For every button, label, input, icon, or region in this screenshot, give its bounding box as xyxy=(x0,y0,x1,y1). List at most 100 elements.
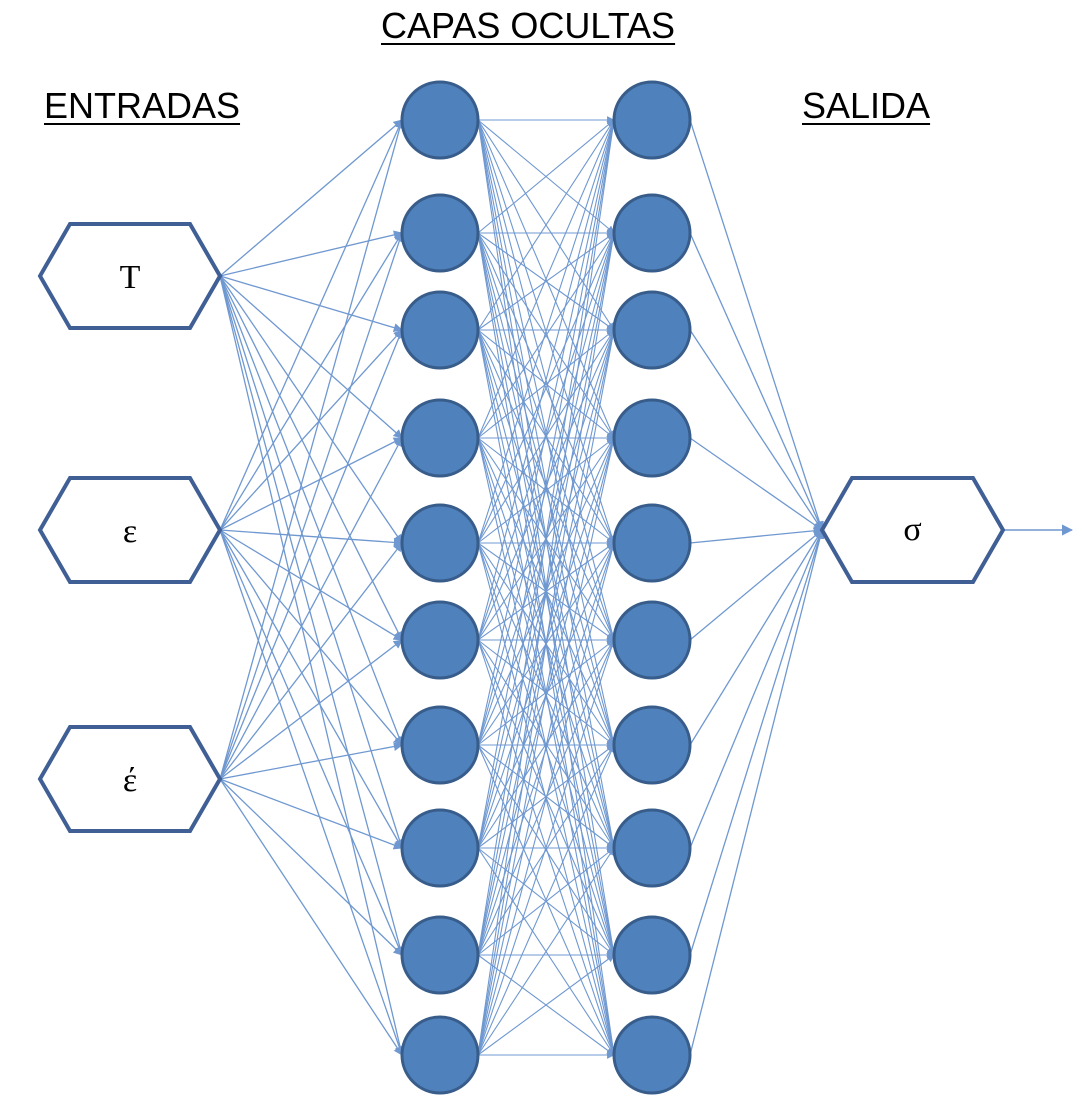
edge-input-hidden1 xyxy=(219,275,405,1056)
input-hexagon xyxy=(37,476,223,584)
edge-input-hidden1 xyxy=(219,275,405,956)
hidden-neuron-layer1-10 xyxy=(400,1015,480,1095)
edge-input-hidden1 xyxy=(219,529,403,849)
output-heading: SALIDA xyxy=(802,85,931,126)
edge-hidden1-hidden2 xyxy=(477,847,615,1056)
neurons xyxy=(400,80,692,1095)
hidden-neuron-layer1-7 xyxy=(400,705,480,785)
edge-input-hidden1 xyxy=(219,275,403,333)
connections xyxy=(219,116,1074,1059)
hidden-neuron-layer2-10 xyxy=(612,1015,692,1095)
edge-input-hidden1 xyxy=(219,230,403,277)
edge-hidden1-hidden2 xyxy=(477,744,615,1056)
edge-hidden1-hidden2 xyxy=(477,119,617,956)
edge-hidden1-hidden2 xyxy=(477,232,617,956)
output-node: σ xyxy=(819,476,1006,584)
edge-hidden1-hidden2 xyxy=(477,847,615,956)
edge-hidden1-hidden2 xyxy=(477,329,617,1056)
edge-input-hidden1 xyxy=(219,119,403,277)
edge-input-hidden1 xyxy=(219,437,403,531)
edge-hidden1-hidden2 xyxy=(477,119,616,544)
edge-hidden2-output xyxy=(689,119,824,531)
edge-hidden1-hidden2 xyxy=(477,232,615,439)
input-hexagon xyxy=(37,222,223,330)
hidden-neuron-layer2-9 xyxy=(612,915,692,995)
edge-hidden1-hidden2 xyxy=(477,232,616,746)
edge-hidden1-hidden2 xyxy=(477,119,617,1056)
edge-input-hidden1 xyxy=(219,778,403,956)
output-label: σ xyxy=(903,511,921,548)
edge-hidden1-hidden2 xyxy=(477,437,617,1056)
edge-input-hidden1 xyxy=(219,529,403,641)
edge-hidden2-output xyxy=(689,232,823,531)
hidden-neuron-layer1-4 xyxy=(400,398,480,478)
hidden-neuron-layer1-2 xyxy=(400,193,480,273)
edge-input-hidden1 xyxy=(219,639,403,780)
hidden-neuron-layer2-4 xyxy=(612,398,692,478)
edge-hidden2-output xyxy=(689,329,823,531)
hidden-neuron-layer1-1 xyxy=(400,80,480,160)
edge-hidden2-output xyxy=(689,437,823,531)
hidden-neuron-layer2-3 xyxy=(612,290,692,370)
hidden-neuron-layer2-1 xyxy=(612,80,692,160)
edge-hidden2-output xyxy=(689,529,824,849)
edge-input-hidden1 xyxy=(219,275,403,641)
edge-hidden2-output xyxy=(689,529,823,746)
hidden-neuron-layer1-9 xyxy=(400,915,480,995)
edge-hidden1-hidden2 xyxy=(477,119,615,331)
edge-input-hidden1 xyxy=(219,778,403,850)
input-label-2: ε xyxy=(123,513,137,550)
hidden-neuron-layer1-6 xyxy=(400,600,480,680)
input-node-2: ε xyxy=(37,476,223,584)
output-hexagon xyxy=(819,476,1006,584)
edge-input-hidden1 xyxy=(219,542,403,780)
input-node-3: έ xyxy=(37,725,223,833)
edge-input-hidden1 xyxy=(219,275,403,544)
edge-hidden2-output xyxy=(689,529,824,956)
edge-input-hidden1 xyxy=(219,742,403,780)
hidden-neuron-layer1-5 xyxy=(400,503,480,583)
edge-hidden1-hidden2 xyxy=(477,232,615,544)
edge-input-hidden1 xyxy=(219,275,404,849)
edge-input-hidden1 xyxy=(219,529,403,956)
edge-input-hidden1 xyxy=(219,529,403,746)
edge-input-hidden1 xyxy=(219,119,403,531)
edge-hidden2-output xyxy=(689,526,823,544)
io-nodes: Tε έ σ xyxy=(37,222,1006,833)
edge-hidden1-hidden2 xyxy=(477,232,617,1056)
edge-input-hidden1 xyxy=(219,529,404,1056)
edge-input-hidden1 xyxy=(219,232,404,780)
edge-hidden1-hidden2 xyxy=(477,119,617,849)
hidden-neuron-layer2-5 xyxy=(612,503,692,583)
input-label-3: έ xyxy=(123,762,137,799)
edge-hidden1-hidden2 xyxy=(477,232,616,641)
edge-hidden1-hidden2 xyxy=(477,954,615,1056)
edge-input-hidden1 xyxy=(219,437,403,780)
edge-hidden1-hidden2 xyxy=(477,437,616,956)
edge-hidden1-hidden2 xyxy=(477,639,616,1056)
edge-hidden1-hidden2 xyxy=(477,119,616,641)
edge-hidden1-hidden2 xyxy=(477,119,615,439)
hidden-neuron-layer2-6 xyxy=(612,600,692,680)
edge-input-hidden1 xyxy=(219,119,405,780)
edge-hidden1-hidden2 xyxy=(477,119,615,234)
edge-input-hidden1 xyxy=(219,778,403,1056)
edge-input-hidden1 xyxy=(219,529,403,547)
hidden-layers-heading: CAPAS OCULTAS xyxy=(381,5,676,46)
edge-input-hidden1 xyxy=(219,329,403,531)
edge-input-hidden1 xyxy=(219,275,403,439)
edge-hidden2-output xyxy=(689,529,825,1056)
input-label-1: T xyxy=(120,259,141,296)
edge-input-hidden1 xyxy=(219,275,404,746)
edge-input-hidden1 xyxy=(219,329,404,780)
edge-input-hidden1 xyxy=(219,232,403,531)
edge-hidden1-hidden2 xyxy=(477,232,615,331)
hidden-neuron-layer2-8 xyxy=(612,808,692,888)
edge-hidden1-hidden2 xyxy=(477,119,617,746)
edge-hidden2-output xyxy=(689,529,823,641)
input-node-1: T xyxy=(37,222,223,330)
hidden-neuron-layer2-7 xyxy=(612,705,692,785)
inputs-heading: ENTRADAS xyxy=(44,85,241,126)
